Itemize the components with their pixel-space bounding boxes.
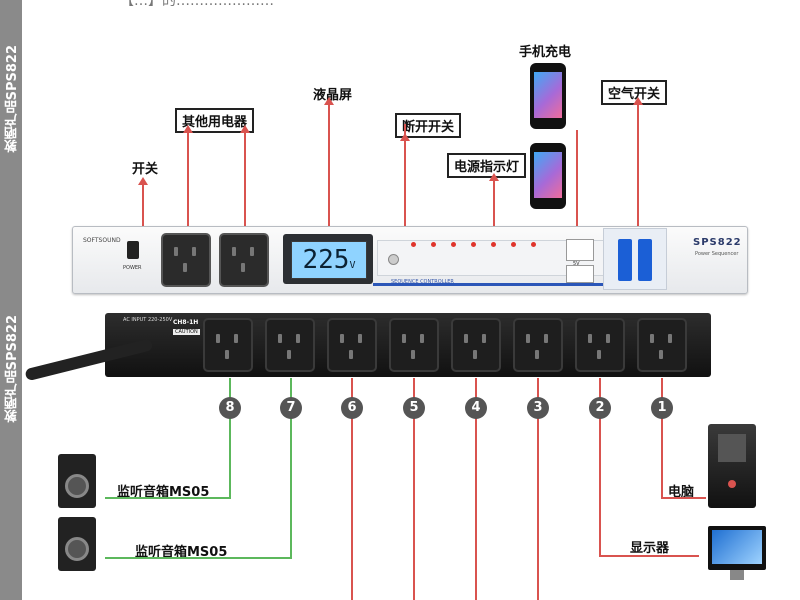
usb-port-2[interactable] <box>566 265 594 283</box>
line-outlet-2 <box>599 378 601 556</box>
caution-label: CAUTION <box>173 329 200 335</box>
badge-outlet-8: 8 <box>219 397 241 419</box>
line-outlet-6 <box>351 378 353 600</box>
label-switch: 开关 <box>132 162 159 177</box>
arrow-power-indicator <box>489 173 499 230</box>
arrow-air-switch <box>633 97 643 226</box>
led-5 <box>491 242 496 247</box>
badge-outlet-7: 7 <box>280 397 302 419</box>
phone-bottom <box>530 143 566 209</box>
line-computer <box>661 497 706 499</box>
led-2 <box>431 242 436 247</box>
voltage-lcd: 225V <box>283 234 373 284</box>
line-outlet-8 <box>229 378 231 498</box>
rear-outlet-3 <box>513 318 563 372</box>
label-speaker-1: 监听音箱MS05 <box>117 485 210 500</box>
front-outlet-2 <box>219 233 269 287</box>
label-power-indicator: 电源指示灯 <box>447 153 527 178</box>
arrow-other-1 <box>183 125 193 226</box>
label-computer: 电脑 <box>668 485 695 500</box>
led-4 <box>471 242 476 247</box>
usb-port-1[interactable] <box>566 239 594 261</box>
led-1 <box>411 242 416 247</box>
label-speaker-2: 监听音箱MS05 <box>135 545 228 560</box>
led-7 <box>531 242 536 247</box>
label-lcd-screen: 液晶屏 <box>313 88 353 103</box>
rear-outlet-7 <box>265 318 315 372</box>
side-watermark-bottom: 敦晒产品SPS822 <box>5 315 20 423</box>
led-3 <box>451 242 456 247</box>
blue-stripe <box>373 283 603 286</box>
line-outlet-7 <box>290 378 292 558</box>
badge-outlet-4: 4 <box>465 397 487 419</box>
rear-outlet-1 <box>637 318 687 372</box>
badge-outlet-6: 6 <box>341 397 363 419</box>
badge-outlet-2: 2 <box>589 397 611 419</box>
line-phone-charge <box>576 130 578 236</box>
speaker-icon-1 <box>58 454 96 508</box>
disconnect-knob[interactable] <box>388 254 399 265</box>
label-phone-charging: 手机充电 <box>519 45 572 60</box>
badge-outlet-3: 3 <box>527 397 549 419</box>
front-outlet-1 <box>161 233 211 287</box>
arrow-other-2 <box>240 125 250 226</box>
badge-outlet-1: 1 <box>651 397 673 419</box>
monitor-stand <box>730 570 744 580</box>
rear-outlet-6 <box>327 318 377 372</box>
voltage-readout: 225V <box>291 241 367 279</box>
model-sub: Power Sequencer <box>695 251 739 257</box>
arrow-disconnect <box>400 133 410 236</box>
air-breaker <box>603 228 667 290</box>
arrow-lcd <box>324 97 334 230</box>
breaker-switch-1[interactable] <box>618 239 632 281</box>
side-strip <box>0 0 22 600</box>
power-switch[interactable] <box>127 241 139 259</box>
line-outlet-4 <box>475 378 477 600</box>
rear-outlet-5 <box>389 318 439 372</box>
computer-tower-icon <box>708 424 756 508</box>
breaker-switch-2[interactable] <box>638 239 652 281</box>
top-cut-text: 【…】的………………… <box>120 0 274 9</box>
usb-label: 5V <box>573 261 580 267</box>
badge-outlet-5: 5 <box>403 397 425 419</box>
monitor-icon <box>708 526 766 570</box>
rear-outlet-2 <box>575 318 625 372</box>
side-watermark-top: 敦晒产品SPS822 <box>5 45 20 153</box>
rear-outlet-8 <box>203 318 253 372</box>
line-disconnect <box>404 124 406 140</box>
rear-outlet-4 <box>451 318 501 372</box>
line-outlet-3 <box>537 378 539 600</box>
line-speaker-1 <box>105 497 231 499</box>
line-speaker-2 <box>105 557 292 559</box>
model-name: SPS822 <box>693 237 742 248</box>
speaker-icon-2 <box>58 517 96 571</box>
led-6 <box>511 242 516 247</box>
panel-caption: SEQUENCE CONTROLLER <box>391 279 454 285</box>
brand-logo: SOFTSOUND <box>83 237 121 244</box>
line-outlet-5 <box>413 378 415 600</box>
power-label: POWER <box>123 265 142 271</box>
label-air-switch: 空气开关 <box>601 80 668 105</box>
line-monitor <box>599 555 699 557</box>
ac-input-label: AC INPUT 220-250V <box>123 317 173 323</box>
line-outlet-1 <box>661 378 663 498</box>
phone-top <box>530 63 566 129</box>
label-monitor: 显示器 <box>630 541 670 556</box>
arrow-switch <box>138 177 148 226</box>
channel-label: CH8-1H <box>173 319 199 326</box>
